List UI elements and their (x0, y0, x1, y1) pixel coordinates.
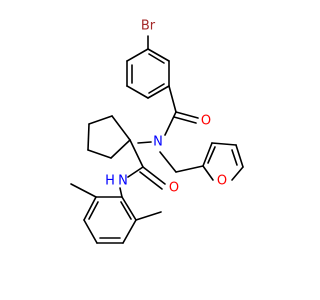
bond-ar2-6 (121, 196, 137, 221)
bond-methyl-right (135, 211, 162, 221)
bond-ar2-5 (122, 219, 137, 244)
bond-furan-1 (202, 142, 213, 167)
bond-furan-3 (235, 144, 244, 168)
molecule-structure: Br O N O O N H (70, 19, 244, 244)
atom-o-carbonyl-top: O (201, 114, 211, 129)
bond-cp-3 (87, 123, 90, 151)
bond-ar1-1 (126, 48, 149, 62)
bond-furan-5 (202, 165, 214, 181)
bond-co-amide-2 (139, 171, 163, 190)
bond-ar1-inner-3 (148, 53, 165, 64)
bond-furan-1b (207, 146, 216, 164)
bond-carbonyl-n (164, 111, 177, 136)
bond-ar1-3 (126, 85, 149, 99)
bond-co-top-2 (173, 116, 197, 124)
bond-n-ch2 (159, 151, 177, 173)
atom-br: Br (141, 19, 156, 34)
bond-furan-2 (211, 142, 237, 146)
atom-o-carbonyl-amide: O (169, 181, 179, 196)
bond-co-top-1 (175, 111, 199, 119)
bond-n-cq (137, 141, 152, 144)
bond-methyl-left (70, 183, 97, 198)
bond-amide-n (127, 166, 144, 178)
bond-cp-5 (110, 139, 131, 159)
bond-ar1-4 (147, 85, 170, 99)
bond-co-amide-1 (142, 166, 166, 185)
bond-furan-4 (231, 166, 244, 181)
bond-ar2-3 (83, 219, 98, 244)
bond-n-aryl (119, 187, 123, 198)
bond-ar1-6 (147, 48, 170, 62)
atom-o-furan: O (217, 174, 227, 189)
bond-ar1-inner-2 (148, 83, 165, 94)
bond-ch2-furan (175, 165, 204, 173)
bond-ar1-carbonyl (168, 85, 177, 113)
bond-cp-4 (87, 149, 112, 159)
bond-ar2-2 (83, 196, 97, 221)
atom-h-amide: H (105, 174, 115, 189)
atom-n-amide: N (118, 174, 128, 189)
molecule-canvas: Br O N O O N H (70, 19, 244, 244)
bond-ar2-inner-3 (120, 201, 132, 220)
atom-labels: Br O N O O N H (105, 19, 227, 196)
atom-n-tertiary: N (153, 135, 163, 150)
bond-cq-amide (129, 139, 144, 168)
bond-ar2-inner-1 (88, 201, 99, 220)
bond-cp-1 (111, 115, 131, 141)
bond-furan-3b (231, 149, 238, 166)
bond-cp-2 (88, 115, 113, 125)
bonds (70, 35, 244, 244)
